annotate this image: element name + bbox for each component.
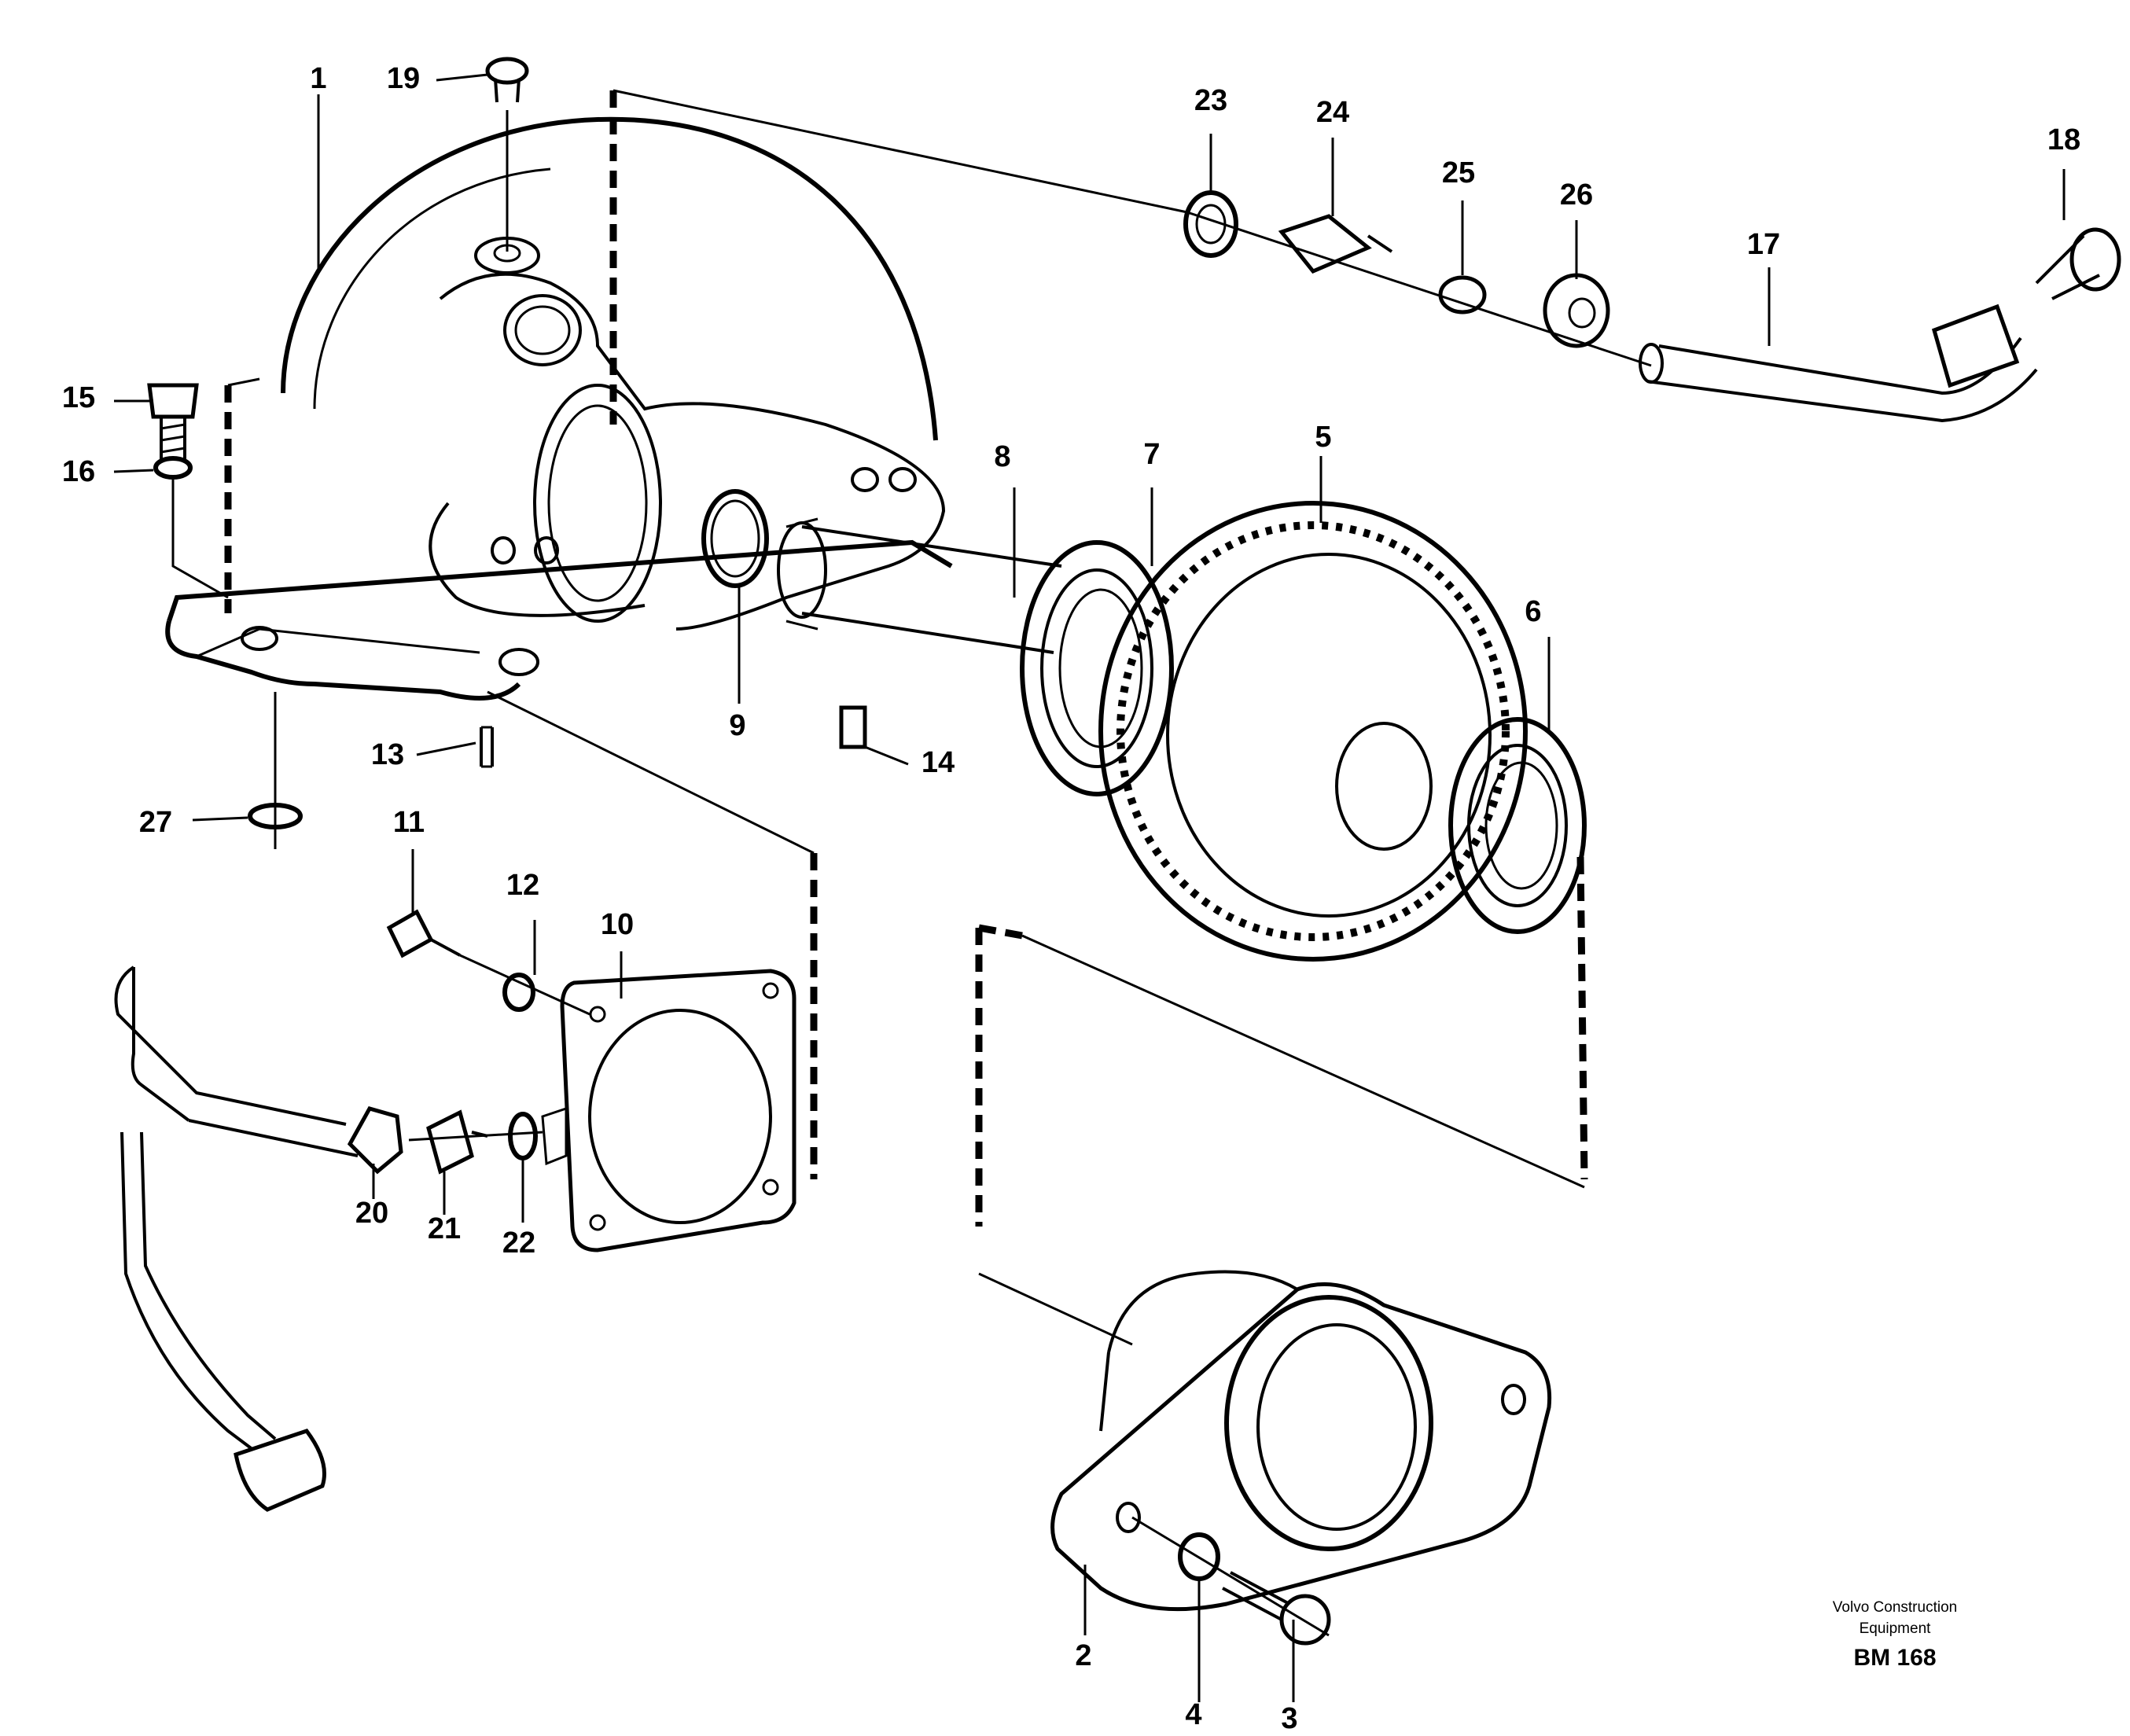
washer-12 [502,973,535,1012]
callout-11: 11 [393,806,425,839]
nut-20 [347,1106,403,1175]
callout-2: 2 [1075,1639,1091,1672]
callout-7: 7 [1143,438,1160,471]
callout-8: 8 [994,440,1010,473]
callout-18: 18 [2047,123,2080,156]
gear-housing [165,116,953,701]
plug-18 [2035,227,2121,300]
bolt-3-axis [1131,1516,1330,1637]
washer-16 [153,456,193,480]
circlip [701,489,769,588]
callout-25: 25 [1442,156,1475,189]
fitting-axis-line-lower [408,1131,543,1142]
oil-pipe-upper [1639,303,2038,423]
callout-leader-lines [113,73,2066,1702]
callout-15: 15 [62,381,95,414]
maker-name-line2: Equipment [1860,1620,1932,1637]
callout-20: 20 [355,1197,388,1230]
fitting-washer-23 [1183,190,1238,258]
end-cover [541,969,796,1252]
callout-13: 13 [371,738,404,771]
assembly-boundary-lines [224,89,1588,1346]
callout-26: 26 [1560,178,1593,211]
spur-gear [1098,501,1528,962]
bearing-right [1448,717,1587,934]
drawing-number: BM 168 [1853,1645,1936,1671]
callout-19: 19 [387,62,420,95]
callout-labels: 1 2 3 4 5 6 7 8 9 10 11 12 13 14 15 16 1… [62,62,2080,1735]
fitting-axis-line [1186,211,1652,367]
banjo-bolt-11 [386,909,461,958]
gear-shaft [777,517,1062,654]
callout-3: 3 [1281,1702,1297,1735]
callout-21: 21 [428,1212,461,1245]
callout-14: 14 [922,746,955,779]
callout-12: 12 [506,869,539,902]
bearing-left [1020,540,1174,796]
screw-19 [485,57,529,103]
adapter-21 [426,1109,488,1175]
bolt-axis-line [459,954,590,1016]
screw-axis-line [171,480,229,599]
pin-14 [839,705,867,749]
callout-9: 9 [729,709,745,742]
fitting-sleeve-25 [1438,275,1487,314]
callout-16: 16 [62,455,95,488]
callout-6: 6 [1525,595,1541,628]
callout-10: 10 [601,908,634,941]
fitting-nut-26 [1543,273,1610,348]
fitting-adapter-24 [1278,214,1393,274]
callout-4: 4 [1185,1698,1201,1731]
screw-15 [147,383,199,460]
callout-27: 27 [139,806,172,839]
washer-22 [508,1112,538,1160]
front-flange [1050,1270,1552,1612]
callout-1: 1 [310,62,326,95]
callout-24: 24 [1316,96,1349,129]
callout-5: 5 [1315,421,1331,454]
oil-pipe-lower [114,965,359,1512]
callout-22: 22 [502,1227,535,1260]
pin-13 [480,726,494,768]
maker-name-line1: Volvo Construction [1833,1599,1957,1616]
callout-17: 17 [1747,228,1780,261]
callout-23: 23 [1194,84,1227,117]
title-block: Volvo Construction Equipment BM 168 [1833,1599,1957,1671]
